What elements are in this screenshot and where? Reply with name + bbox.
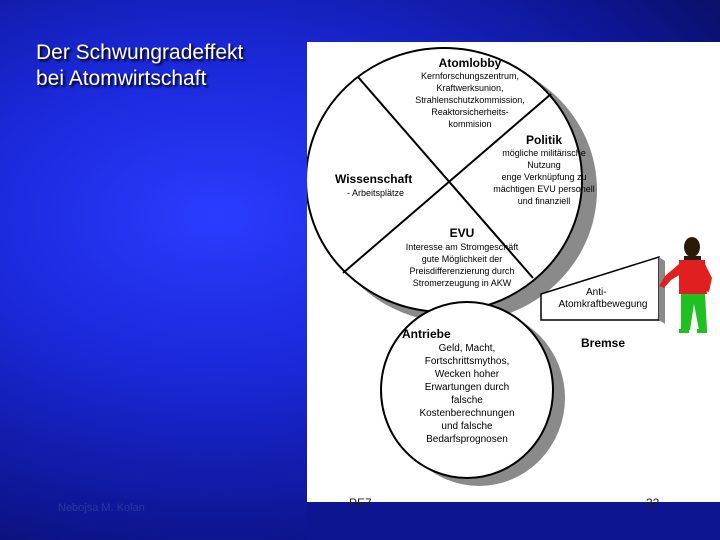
antriebe-line: Geld, Macht, [438, 343, 496, 354]
atomlobby-line: Strahlenschutzkommission, [415, 95, 525, 105]
slide-title-line-2: bei Atomwirtschaft [36, 67, 207, 90]
wissenschaft-section: Wissenschaft - Arbeitsplätze [335, 171, 445, 199]
anti-line: Anti- [586, 287, 607, 298]
diagram-graphics [307, 47, 712, 486]
bremse-label: Bremse [581, 336, 626, 350]
atomlobby-line: Kernforschungszentrum, [420, 71, 520, 81]
politik-line: und finanziell [517, 196, 571, 206]
atomlobby-line: Kraftwerksunion, [436, 83, 504, 93]
small-wheel [380, 301, 554, 479]
wheel-divider-1 [357, 76, 534, 279]
page-number: 32 [646, 496, 660, 510]
evu-heading: EVU [449, 226, 475, 240]
footer-code: PE7 [349, 496, 372, 510]
antriebe-line: falsche [451, 395, 483, 406]
evu-line: Preisdifferenzierung durch [409, 266, 515, 276]
antriebe-line: Kostenberechnungen [419, 408, 515, 419]
slide-title-line-1: Der Schwungradeffekt [36, 41, 244, 64]
evu-line: gute Möglichkeit der [421, 254, 503, 264]
politik-line: Nutzung [527, 160, 561, 170]
evu-line: Stromerzeugung in AKW [412, 278, 512, 288]
wissenschaft-heading: Wissenschaft [335, 172, 413, 186]
politik-heading: Politik [525, 133, 562, 147]
atomlobby-heading: Atomlobby [438, 56, 502, 70]
evu-line: Interesse am Stromgeschäft [405, 242, 519, 252]
antriebe-section: Antriebe Geld, Macht, Fortschrittsmythos… [402, 327, 532, 446]
antriebe-line: Bedarfsprognosen [426, 434, 508, 445]
flywheel-diagram: Atomlobby Kernforschungszentrum, Kraftwe… [307, 42, 720, 502]
politik-section: Politik mögliche militärische Nutzung en… [479, 133, 609, 207]
evu-section: EVU Interesse am Stromgeschäft gute Mögl… [387, 226, 537, 289]
wheel-divider-2 [342, 93, 552, 274]
atomlobby-line: kommision [448, 119, 492, 129]
antriebe-heading: Antriebe [402, 327, 451, 341]
person-figure [659, 237, 712, 333]
antriebe-line: Wecken hoher [434, 369, 500, 380]
politik-line: mögliche militärische [502, 148, 586, 158]
anti-atomkraft-label: Anti- Atomkraftbewegung [548, 287, 658, 311]
atomlobby-line: Reaktorsicherheits- [431, 107, 509, 117]
wissenschaft-line: - Arbeitsplätze [347, 188, 405, 198]
politik-line: mächtigen EVU personell [493, 184, 595, 194]
footer-strip [307, 502, 720, 540]
footer-author: Nebojsa M. Kolan [58, 502, 145, 514]
antriebe-line: Erwartungen durch [424, 382, 510, 393]
antriebe-line: Fortschrittsmythos, [424, 356, 510, 367]
antriebe-line: und falsche [441, 421, 493, 432]
slide-title: Der Schwungradeffekt bei Atomwirtschaft [36, 40, 306, 92]
politik-line: enge Verknüpfung zu [501, 172, 587, 182]
anti-line: Atomkraftbewegung [558, 299, 648, 310]
atomlobby-section: Atomlobby Kernforschungszentrum, Kraftwe… [395, 56, 545, 130]
brake-bar-side [659, 257, 665, 324]
